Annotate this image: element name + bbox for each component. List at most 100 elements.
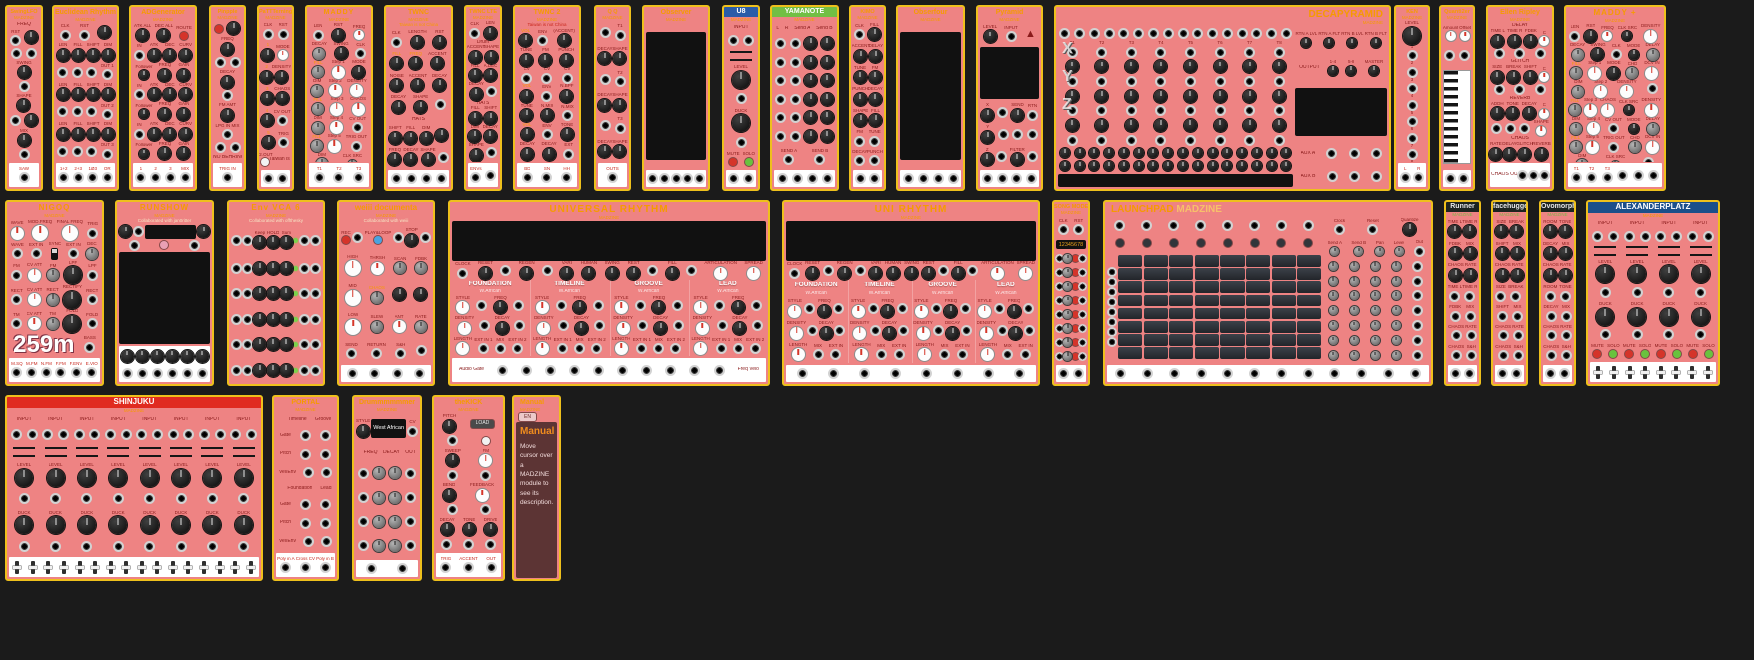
jack[interactable] [1192, 27, 1204, 39]
fader[interactable] [91, 560, 100, 574]
duck-knob[interactable] [15, 516, 34, 535]
jack[interactable] [1671, 230, 1683, 242]
accent-knob[interactable] [854, 49, 868, 63]
jack[interactable] [1545, 368, 1556, 379]
jack[interactable] [775, 131, 787, 143]
dim-knob[interactable] [101, 127, 115, 141]
knob[interactable] [1118, 160, 1129, 171]
jack[interactable] [1107, 287, 1117, 297]
pad[interactable] [1194, 281, 1219, 294]
ext-in-2-jack[interactable] [511, 343, 523, 355]
decay-knob[interactable] [574, 321, 588, 335]
button[interactable] [1277, 239, 1286, 247]
t2-jack[interactable] [1096, 46, 1108, 58]
tone-knob[interactable] [1558, 225, 1572, 239]
step-2-knob-white[interactable] [1594, 85, 1608, 99]
knob-gray[interactable] [1328, 350, 1338, 360]
jack[interactable] [144, 493, 156, 505]
cv-att-knob-white[interactable] [28, 293, 42, 307]
knob[interactable] [1243, 60, 1257, 74]
lpf-jack[interactable] [87, 269, 98, 281]
lpf-knob[interactable] [64, 266, 83, 285]
sn-jack[interactable] [541, 172, 553, 184]
pad[interactable] [1297, 255, 1322, 267]
len-knob[interactable] [483, 26, 497, 40]
pad[interactable] [1246, 268, 1271, 280]
jack[interactable] [57, 106, 69, 118]
t2-out-button[interactable] [260, 158, 269, 167]
pad[interactable] [1143, 255, 1168, 267]
rate-jack[interactable] [1465, 330, 1477, 342]
chaos-jack[interactable] [1497, 330, 1509, 342]
accent-knob[interactable] [411, 79, 425, 93]
decay-knob[interactable] [495, 321, 509, 335]
jack[interactable] [86, 146, 98, 158]
y-knob[interactable] [981, 130, 995, 144]
jack[interactable] [230, 364, 242, 376]
knob-gray[interactable] [1370, 291, 1380, 301]
mix-jack[interactable] [1464, 310, 1476, 322]
room-knob[interactable] [1543, 225, 1557, 239]
jack[interactable] [1195, 368, 1207, 379]
jack[interactable] [81, 493, 93, 505]
freq-knob[interactable] [409, 57, 423, 71]
fm-jack[interactable] [10, 269, 22, 281]
fold-knob[interactable] [63, 314, 82, 333]
delay-knob[interactable] [869, 49, 883, 63]
shift-knob[interactable] [86, 88, 100, 102]
1-knob[interactable] [261, 48, 275, 62]
knob[interactable] [1178, 148, 1188, 159]
knob-gray[interactable] [1370, 261, 1380, 271]
pad[interactable] [1271, 347, 1296, 359]
button[interactable] [1071, 310, 1079, 318]
fader[interactable] [122, 560, 131, 574]
envs-jack[interactable] [470, 172, 482, 184]
knob-gray[interactable] [389, 491, 402, 504]
jack[interactable] [1077, 309, 1087, 319]
rst-knob[interactable] [331, 28, 345, 42]
jack[interactable] [479, 504, 491, 516]
duck-knob[interactable] [732, 114, 750, 133]
in-jack[interactable] [133, 128, 145, 140]
n-bpf-knob[interactable] [560, 89, 574, 103]
knob-gray[interactable] [372, 539, 385, 552]
knob[interactable] [165, 349, 179, 363]
swing-knob[interactable] [905, 266, 919, 280]
length-knob-white[interactable] [614, 342, 628, 356]
hh-jack[interactable] [561, 172, 573, 184]
jack[interactable] [1591, 230, 1603, 242]
spread-knob-white[interactable] [1019, 266, 1033, 280]
glitch-knob[interactable] [1518, 147, 1532, 161]
duck-knob[interactable] [203, 516, 222, 535]
ext-in-jack[interactable] [893, 349, 905, 361]
jack[interactable] [310, 288, 322, 300]
accent-jack[interactable] [462, 562, 474, 574]
sweep-knob[interactable] [446, 454, 460, 468]
jack[interactable] [319, 498, 331, 510]
fader[interactable] [1703, 365, 1712, 379]
freq-knob[interactable] [493, 301, 507, 315]
jack[interactable] [175, 493, 187, 505]
mix-jack[interactable] [1560, 310, 1572, 322]
pad[interactable] [1297, 307, 1322, 320]
jack[interactable] [121, 367, 133, 379]
chaos-knob-gray[interactable] [370, 291, 383, 304]
fader[interactable] [168, 560, 177, 574]
mix-jack[interactable] [494, 343, 506, 355]
jack[interactable] [896, 303, 908, 315]
jack[interactable] [310, 262, 322, 274]
freq-knob[interactable] [221, 42, 234, 56]
jack[interactable] [743, 35, 755, 47]
t1-jack[interactable] [1570, 172, 1582, 184]
pad[interactable] [1143, 320, 1168, 333]
atk-all-knob[interactable] [136, 29, 150, 43]
return-jack[interactable] [371, 348, 383, 360]
3-knob[interactable] [260, 92, 274, 106]
pad[interactable] [1143, 307, 1168, 320]
jack[interactable] [478, 319, 490, 331]
fader[interactable] [1688, 365, 1697, 379]
reset-knob[interactable] [479, 266, 492, 280]
freq-knob[interactable] [731, 301, 745, 315]
jack[interactable] [658, 173, 670, 184]
mute-button[interactable] [1656, 349, 1665, 358]
